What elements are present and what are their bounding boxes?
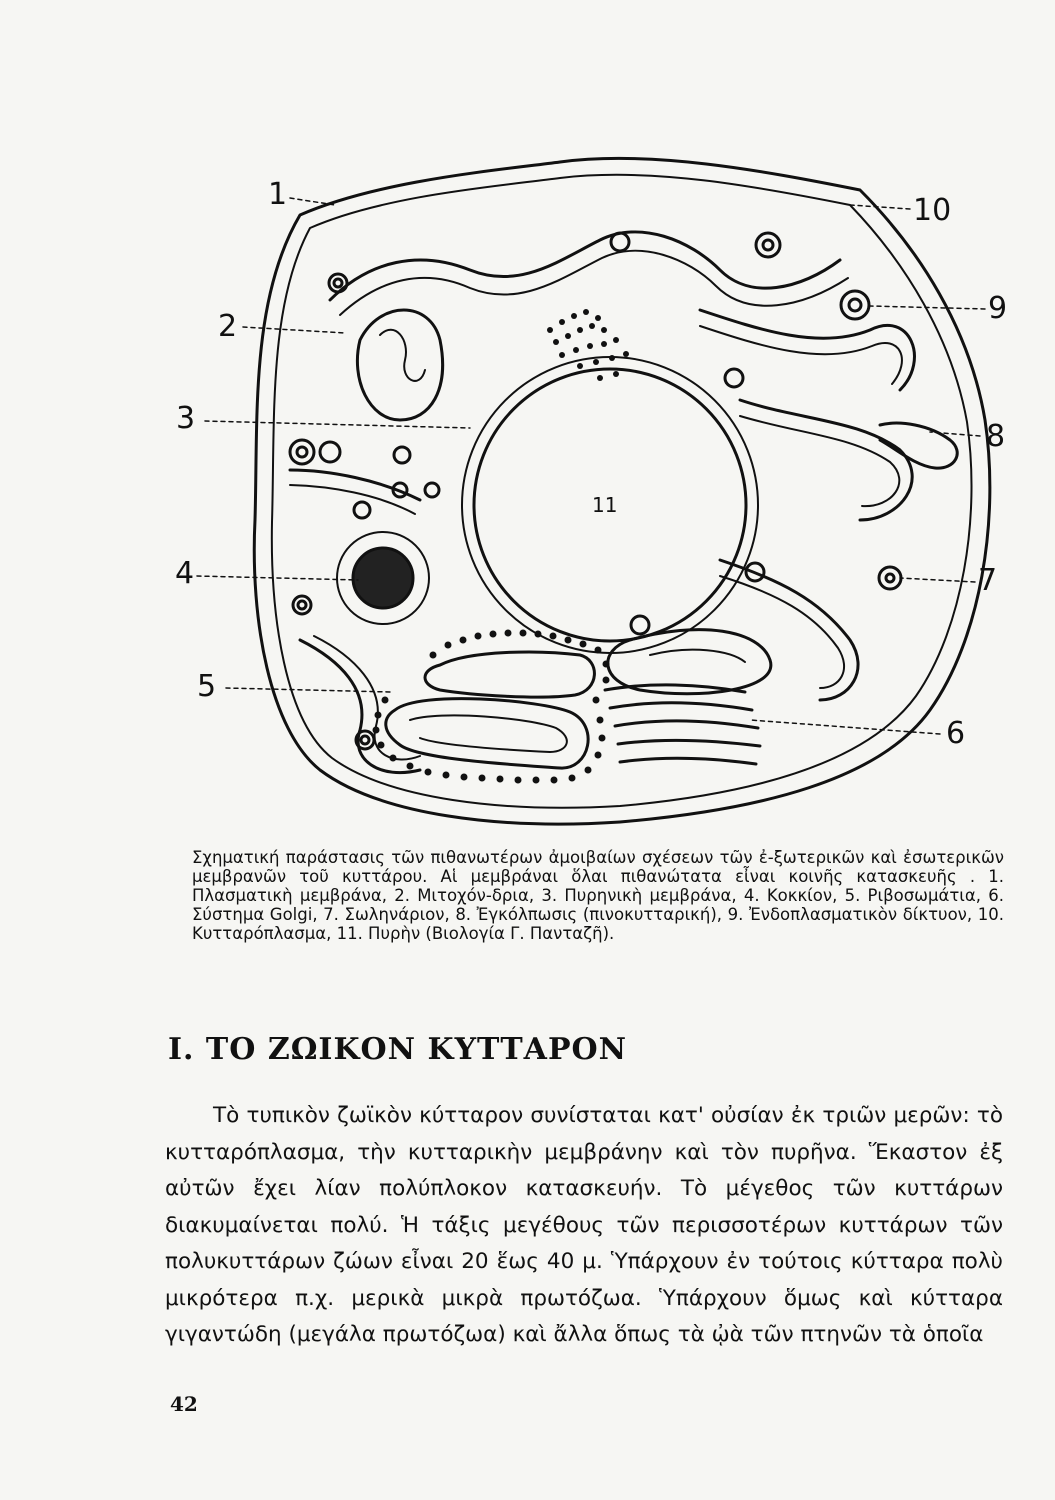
golgi-apparatus xyxy=(605,685,760,764)
label-6: 6 xyxy=(946,716,965,751)
label-3: 3 xyxy=(176,401,195,436)
figure-caption: Σχηματική παράστασις τῶν πιθανωτέρων ἀμο… xyxy=(192,848,1004,943)
rough-er xyxy=(425,652,594,697)
label-7: 7 xyxy=(978,563,997,598)
mitochondrion xyxy=(357,310,442,420)
label-9: 9 xyxy=(988,291,1007,326)
pinocytosis xyxy=(880,423,957,468)
label-10: 10 xyxy=(913,193,951,228)
label-8: 8 xyxy=(986,419,1005,454)
label-11: 11 xyxy=(592,493,617,517)
label-2: 2 xyxy=(218,309,237,344)
label-1: 1 xyxy=(268,177,287,212)
section-heading: I. ΤΟ ΖΩΙΚΟΝ ΚΥΤΤΑΡΟΝ xyxy=(168,1032,627,1067)
body-paragraph: Τὸ τυπικὸν ζωϊκὸν κύτταρον συνίσταται κα… xyxy=(165,1098,1003,1354)
cell-diagram: 1 2 3 4 5 6 7 8 9 10 11 xyxy=(0,0,1055,830)
label-4: 4 xyxy=(175,556,194,591)
page-number: 42 xyxy=(170,1392,198,1416)
label-5: 5 xyxy=(197,669,216,704)
granule xyxy=(353,548,413,608)
